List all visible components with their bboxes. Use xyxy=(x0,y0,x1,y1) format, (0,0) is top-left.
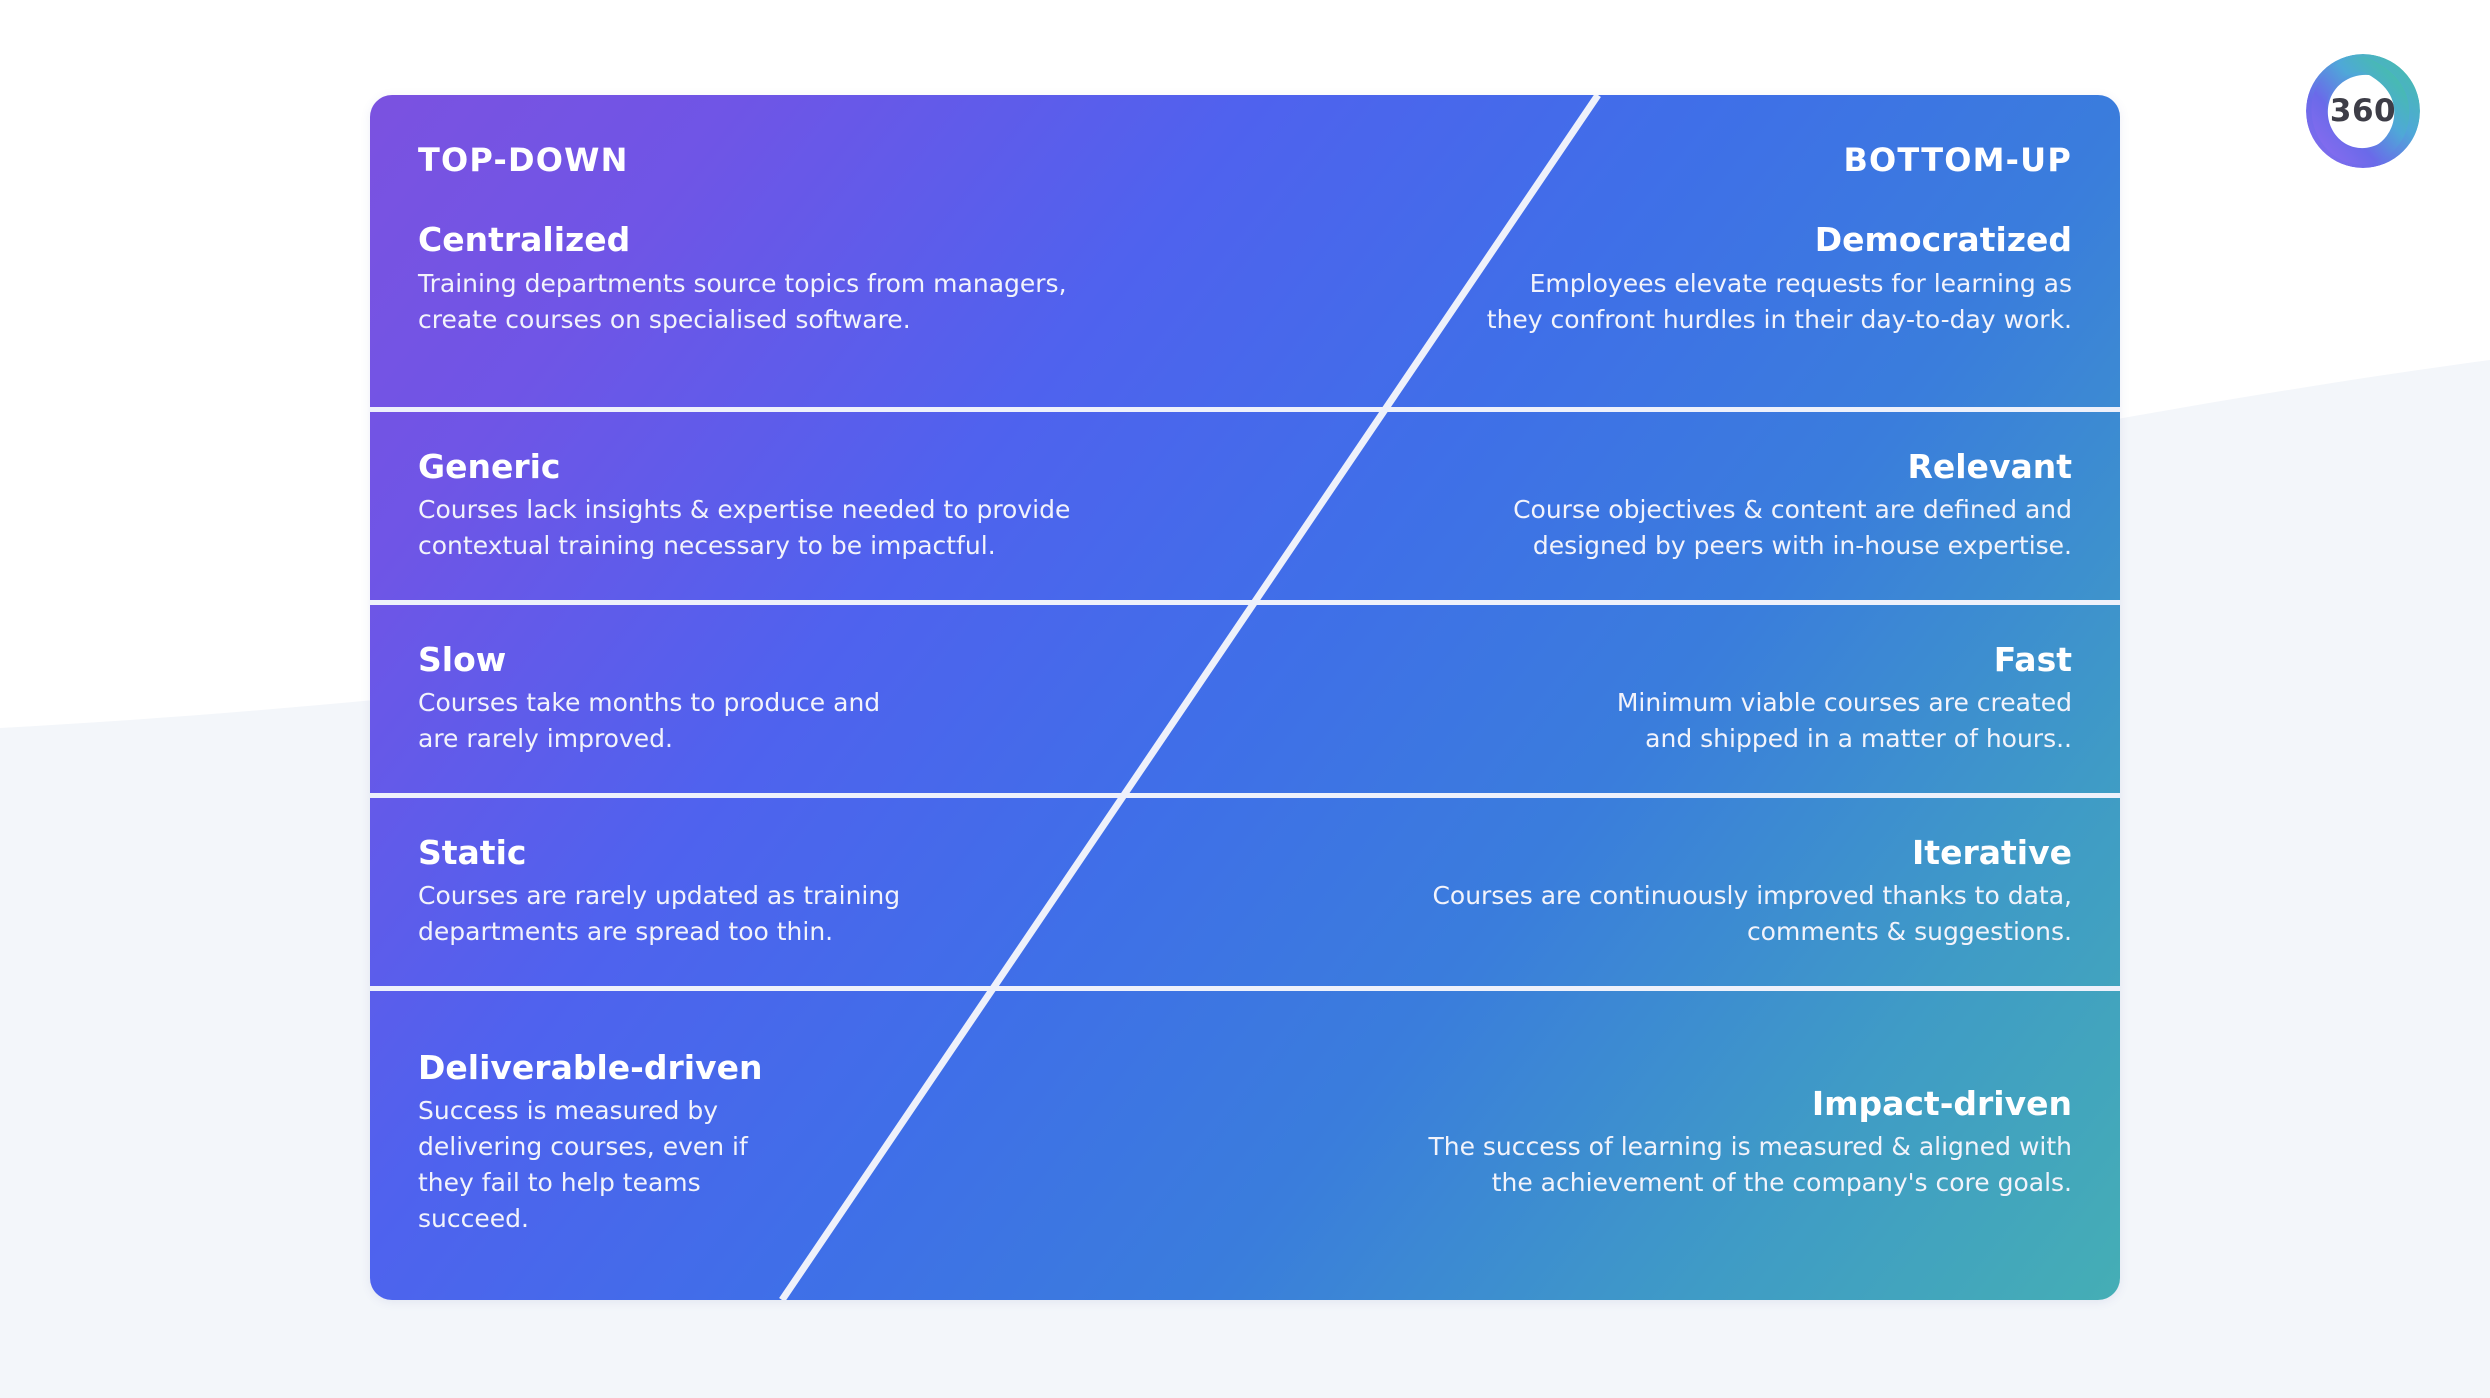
desc-line: Minimum viable courses are created xyxy=(1616,688,2072,718)
item-description: Employees elevate requests for learning … xyxy=(1487,266,2072,338)
item-description: Training departments source topics from … xyxy=(418,266,1067,338)
item-title: Democratized xyxy=(1814,220,2072,259)
row-1-right-cell: BOTTOM-UP Democratized Employees elevate… xyxy=(1245,95,2120,407)
desc-line: Courses take months to produce and xyxy=(418,688,881,718)
row-separator xyxy=(370,793,2120,798)
ring-logo-icon xyxy=(2306,54,2420,168)
desc-line: and shipped in a matter of hours.. xyxy=(1645,724,2072,754)
desc-line: are rarely improved. xyxy=(418,724,673,754)
row-separator xyxy=(370,600,2120,605)
item-description: Courses take months to produce and are r… xyxy=(418,685,880,757)
table-row: Static Courses are rarely updated as tra… xyxy=(370,798,2120,986)
item-title: Centralized xyxy=(418,220,631,259)
top-down-vs-bottom-up-card: TOP-DOWN Centralized Training department… xyxy=(370,95,2120,1300)
row-separator xyxy=(370,986,2120,991)
desc-line: delivering courses, even if xyxy=(418,1132,748,1162)
desc-line: they fail to help teams xyxy=(418,1168,701,1198)
table-row: TOP-DOWN Centralized Training department… xyxy=(370,95,2120,407)
row-1-left-cell: TOP-DOWN Centralized Training department… xyxy=(370,95,1245,407)
item-description: Courses lack insights & expertise needed… xyxy=(418,492,1070,564)
item-title: Iterative xyxy=(1912,832,2072,872)
desc-line: create courses on specialised software. xyxy=(418,304,911,334)
item-description: Courses are rarely updated as training d… xyxy=(418,878,900,950)
item-description: Course objectives & content are defined … xyxy=(1513,492,2072,564)
item-title: Generic xyxy=(418,446,561,486)
brand-logo-badge: 360 xyxy=(2300,48,2426,174)
item-description: Success is measured by delivering course… xyxy=(418,1093,748,1237)
desc-line: Course objectives & content are defined … xyxy=(1513,495,2072,525)
desc-line: Employees elevate requests for learning … xyxy=(1529,268,2072,298)
item-description: Minimum viable courses are created and s… xyxy=(1617,685,2072,757)
row-3-left-cell: Slow Courses take months to produce and … xyxy=(370,605,1245,793)
row-4-right-cell: Iterative Courses are continuously impro… xyxy=(1245,798,2120,986)
item-title: Deliverable-driven xyxy=(418,1047,763,1087)
item-title: Static xyxy=(418,832,527,872)
desc-line: comments & suggestions. xyxy=(1746,917,2072,947)
desc-line: Courses lack insights & expertise needed… xyxy=(418,495,1071,525)
brand-badge-label: 360 xyxy=(2329,93,2397,129)
item-description: Courses are continuously improved thanks… xyxy=(1432,878,2072,950)
desc-line: they confront hurdles in their day-to-da… xyxy=(1486,304,2072,334)
comparison-rows: TOP-DOWN Centralized Training department… xyxy=(370,95,2120,1300)
desc-line: the achievement of the company's core go… xyxy=(1491,1168,2072,1198)
row-3-right-cell: Fast Minimum viable courses are created … xyxy=(1245,605,2120,793)
item-title: Slow xyxy=(418,639,507,679)
item-description: The success of learning is measured & al… xyxy=(1428,1129,2072,1201)
row-4-left-cell: Static Courses are rarely updated as tra… xyxy=(370,798,1245,986)
table-row: Slow Courses take months to produce and … xyxy=(370,605,2120,793)
item-title: Relevant xyxy=(1907,446,2072,486)
table-row: Deliverable-driven Success is measured b… xyxy=(370,991,2120,1295)
desc-line: Courses are continuously improved thanks… xyxy=(1432,881,2072,911)
row-5-right-cell: Impact-driven The success of learning is… xyxy=(1245,991,2120,1295)
row-separator xyxy=(370,407,2120,412)
item-title: Fast xyxy=(1993,639,2072,679)
desc-line: Courses are rarely updated as training xyxy=(418,881,901,911)
item-title: Impact-driven xyxy=(1811,1083,2072,1123)
row-5-left-cell: Deliverable-driven Success is measured b… xyxy=(370,991,1245,1295)
desc-line: contextual training necessary to be impa… xyxy=(418,531,996,561)
desc-line: The success of learning is measured & al… xyxy=(1428,1132,2072,1162)
right-column-kicker: BOTTOM-UP xyxy=(1843,141,2072,179)
desc-line: departments are spread too thin. xyxy=(418,917,834,947)
desc-line: designed by peers with in-house expertis… xyxy=(1532,531,2072,561)
left-column-kicker: TOP-DOWN xyxy=(418,141,629,179)
desc-line: Success is measured by xyxy=(418,1096,719,1126)
desc-line: succeed. xyxy=(418,1204,529,1234)
row-2-right-cell: Relevant Course objectives & content are… xyxy=(1245,412,2120,600)
row-2-left-cell: Generic Courses lack insights & expertis… xyxy=(370,412,1245,600)
desc-line: Training departments source topics from … xyxy=(418,268,1067,298)
table-row: Generic Courses lack insights & expertis… xyxy=(370,412,2120,600)
